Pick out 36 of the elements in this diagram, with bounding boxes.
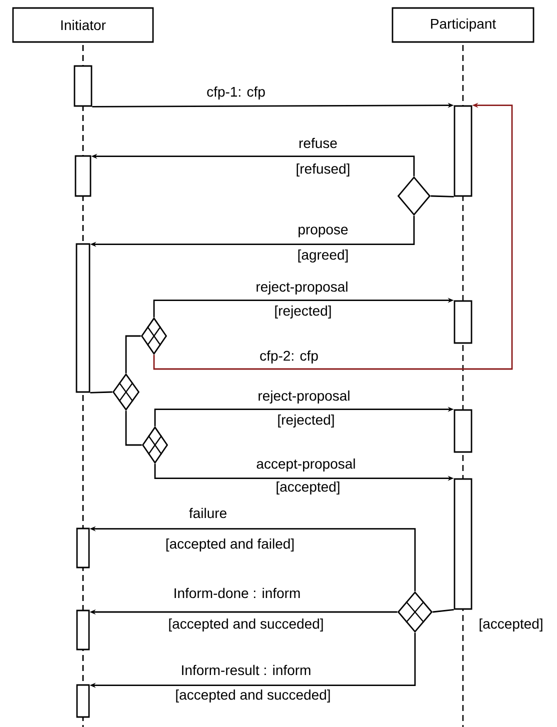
connector-line bbox=[430, 195, 454, 198]
guard-label: [accepted] bbox=[274, 480, 342, 496]
connector-line bbox=[125, 335, 141, 374]
lifeline-head: Initiator bbox=[12, 7, 154, 43]
connector-line bbox=[432, 609, 454, 613]
message-label: failure bbox=[188, 506, 228, 520]
message-label: cfp-1: cfp bbox=[206, 85, 266, 101]
lifeline-head: Participant bbox=[392, 7, 534, 43]
message-label: refuse bbox=[298, 136, 338, 150]
message-label: cfp-2: cfp bbox=[258, 349, 320, 365]
guard-label: [rejected] bbox=[273, 304, 333, 320]
activation-bar bbox=[454, 478, 472, 610]
activation-bar bbox=[76, 528, 90, 568]
message-label: reject-proposal bbox=[256, 389, 352, 405]
guard-label: [accepted and succeded] bbox=[174, 688, 332, 704]
connector-line bbox=[90, 391, 112, 394]
message-label: Inform-result : inform bbox=[180, 664, 312, 676]
activation-bar bbox=[454, 105, 472, 197]
guard-label: [accepted and failed] bbox=[164, 537, 296, 553]
guard-label: [agreed] bbox=[296, 248, 350, 264]
message-label: reject-proposal bbox=[254, 280, 350, 296]
message-label: propose bbox=[296, 226, 350, 238]
guard-label: [refused] bbox=[294, 162, 352, 178]
message-label: accept-proposal bbox=[255, 457, 357, 473]
activation-bar bbox=[454, 409, 472, 453]
guard-label: [accepted and succeded] bbox=[167, 617, 325, 633]
connector-line bbox=[125, 410, 142, 446]
guard-label: [rejected] bbox=[276, 413, 336, 429]
activation-bar bbox=[76, 243, 90, 393]
guard-label: [accepted] bbox=[478, 617, 544, 633]
message-label: Inform-done : inform bbox=[172, 586, 302, 600]
activation-bar bbox=[76, 684, 90, 718]
activation-bar bbox=[74, 155, 92, 197]
activation-bar bbox=[76, 610, 90, 650]
activation-bar bbox=[74, 65, 92, 107]
activation-bar bbox=[454, 300, 472, 344]
